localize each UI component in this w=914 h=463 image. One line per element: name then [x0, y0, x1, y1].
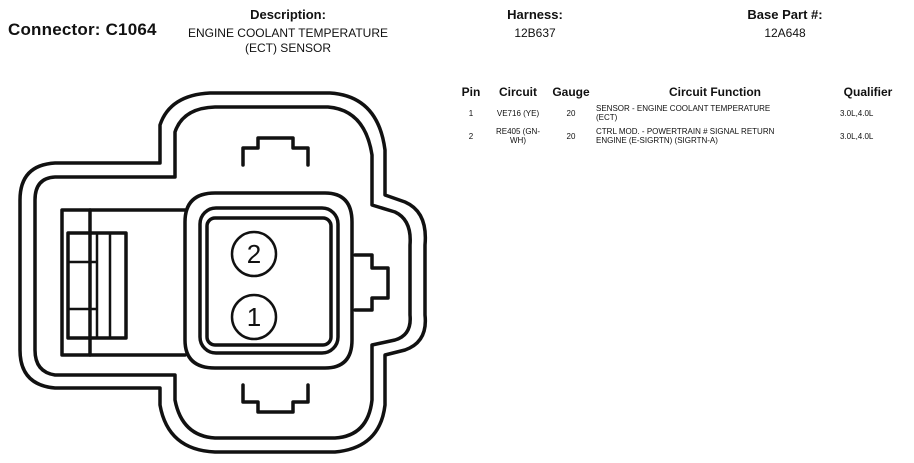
row-circuit: VE716 (YE) — [496, 108, 540, 118]
connector-outer-housing — [18, 91, 428, 454]
circuit-line-2: WH) — [510, 136, 526, 145]
harness-label: Harness: — [507, 7, 563, 22]
description-line-2: (ECT) SENSOR — [244, 41, 331, 55]
latch-tab-bottom — [241, 383, 310, 414]
connector-title: Connector: C1064 — [8, 20, 157, 39]
circuit-line-1: RE405 (GN- — [495, 127, 540, 136]
header-qualifier: Qualifier — [843, 85, 893, 99]
harness-value: 12B637 — [514, 26, 556, 40]
pin-2-circle — [230, 230, 278, 278]
base-part-label: Base Part #: — [747, 7, 823, 22]
row-qualifier: 3.0L,4.0L — [840, 108, 874, 118]
terminal-cavity-inner — [198, 206, 340, 355]
pin-2-label: 2 — [247, 239, 261, 269]
description-label: Description: — [250, 7, 326, 22]
function-line-1: CTRL MOD. - POWERTRAIN # SIGNAL RETURN — [596, 127, 775, 136]
pin-table: Pin Circuit Gauge Circuit Function Quali… — [455, 85, 899, 149]
row-circuit-function: SENSOR - ENGINE COOLANT TEMPERATURE (ECT… — [593, 103, 837, 126]
terminal-cavity-body — [183, 191, 354, 370]
function-line-2: ENGINE (E-SIGRTN) (SIGRTN-A) — [596, 136, 718, 145]
header-pin: Pin — [461, 85, 481, 99]
row-circuit-function: CTRL MOD. - POWERTRAIN # SIGNAL RETURN E… — [593, 126, 837, 149]
latch-tab-top — [241, 136, 310, 167]
row-pin: 1 — [468, 108, 474, 118]
header-circuit-function: Circuit Function — [669, 85, 761, 99]
row-qualifier: 3.0L,4.0L — [840, 131, 874, 141]
description-block: Description: ENGINE COOLANT TEMPERATURE … — [172, 7, 404, 56]
row-gauge: 20 — [566, 108, 576, 118]
terminal-cavity-plate — [205, 216, 333, 347]
base-part-value: 12A648 — [764, 26, 806, 40]
header-circuit: Circuit — [498, 85, 537, 99]
lock-section-outline — [60, 208, 187, 357]
row-gauge: 20 — [566, 131, 576, 141]
row-pin: 2 — [468, 131, 474, 141]
table-row: 1 VE716 (YE) 20 SENSOR - ENGINE COOLANT … — [455, 103, 899, 126]
latch-tab-right — [353, 253, 390, 312]
description-line-1: ENGINE COOLANT TEMPERATURE — [187, 26, 389, 40]
connector-inner-housing — [33, 105, 412, 440]
function-line-1: SENSOR - ENGINE COOLANT TEMPERATURE — [596, 104, 771, 113]
base-part-block: Base Part #: 12A648 — [720, 7, 850, 41]
pin-1-label: 1 — [247, 302, 261, 332]
pin-table-header: Pin Circuit Gauge Circuit Function Quali… — [455, 85, 899, 103]
harness-block: Harness: 12B637 — [485, 7, 585, 41]
table-row: 2 RE405 (GN- WH) 20 CTRL MOD. - POWERTRA… — [455, 126, 899, 149]
function-line-2: (ECT) — [596, 113, 618, 122]
header-gauge: Gauge — [552, 85, 590, 99]
row-circuit: RE405 (GN- WH) — [487, 126, 549, 149]
pin-1-circle — [230, 293, 278, 341]
